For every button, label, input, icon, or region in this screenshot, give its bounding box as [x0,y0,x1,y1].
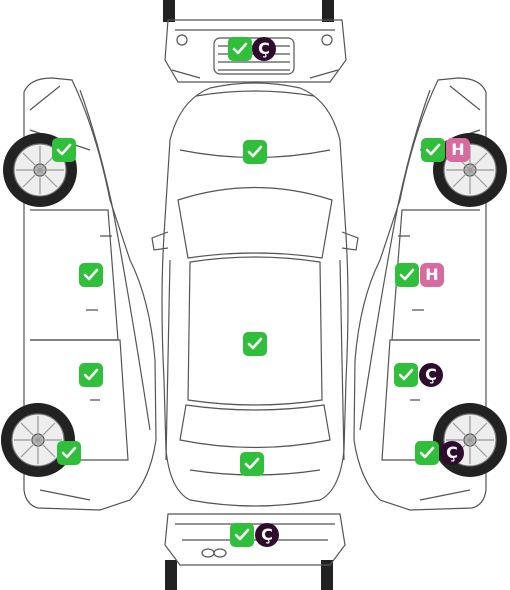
right-rear-door-ok[interactable] [394,363,418,387]
hood-ok[interactable] [243,140,267,164]
check-icon [234,528,250,541]
left-front-door-ok[interactable] [79,263,103,287]
right-rear-wheel [433,403,507,477]
check-icon [399,268,415,281]
check-icon [232,42,248,55]
left-rear-fender-ok[interactable] [57,441,81,465]
right-rear-door-badge[interactable]: Ç [419,363,443,387]
check-icon [425,143,441,156]
front-bumper-outline [163,0,347,83]
rear-bumper-ok[interactable] [230,523,254,547]
front-bumper-badge[interactable]: Ç [252,37,276,61]
check-icon [247,145,263,158]
left-rear-door-ok[interactable] [79,363,103,387]
right-rear-fender-ok[interactable] [415,441,439,465]
trunk-ok[interactable] [240,452,264,476]
check-icon [398,368,414,381]
right-front-door-ok[interactable] [395,263,419,287]
roof-ok[interactable] [243,332,267,356]
top-view-body [151,82,359,507]
left-rear-wheel [1,403,75,477]
left-front-fender-ok[interactable] [52,138,76,162]
check-icon [419,446,435,459]
check-icon [83,368,99,381]
check-icon [244,457,260,470]
right-rear-fender-badge[interactable]: Ç [440,441,464,465]
check-icon [61,446,77,459]
check-icon [247,337,263,350]
right-front-fender-badge[interactable]: H [446,138,470,162]
rear-bumper-badge[interactable]: Ç [255,523,279,547]
check-icon [83,268,99,281]
front-bumper-ok[interactable] [228,37,252,61]
rear-bumper-outline [164,513,346,590]
check-icon [56,143,72,156]
right-front-fender-ok[interactable] [421,138,445,162]
right-front-door-badge[interactable]: H [420,263,444,287]
